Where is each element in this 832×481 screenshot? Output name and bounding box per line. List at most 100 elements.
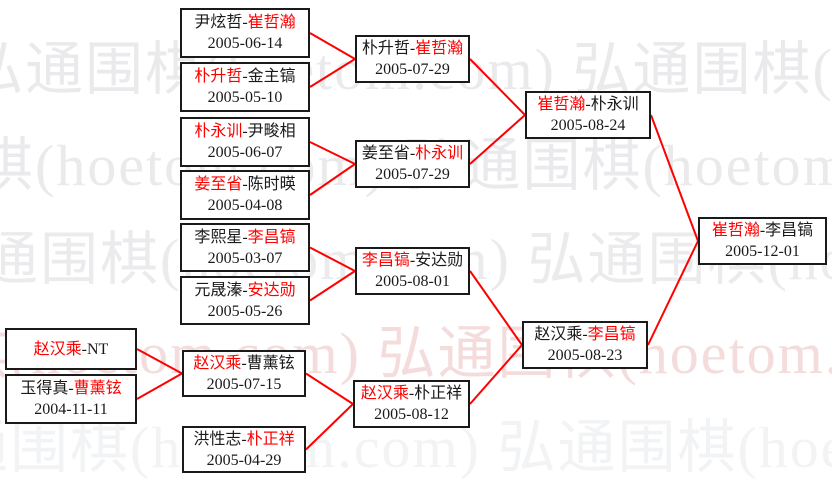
bracket-connector: [136, 372, 183, 400]
vs-dash: -: [408, 385, 415, 402]
bracket-connector: [309, 163, 356, 196]
player2-name: 朴正祥: [414, 385, 463, 402]
player1-name: 姜至省: [361, 145, 410, 162]
vs-dash: -: [241, 430, 247, 448]
bracket-connector: [647, 240, 699, 346]
match-players: 李昌镐-安达勋: [362, 250, 463, 271]
match-date: 2005-05-26: [207, 302, 283, 320]
vs-dash: -: [242, 176, 248, 193]
match-box-B3: 李昌镐-安达勋 2005-08-01: [355, 247, 470, 295]
bracket-connector: [309, 32, 356, 60]
match-date: 2005-05-10: [207, 89, 283, 106]
match-players: 洪性志-朴正祥: [193, 429, 294, 450]
match-players: 赵汉乘-李昌镐: [534, 324, 635, 345]
bracket-connector: [305, 403, 354, 451]
match-players: 尹炫哲-崔哲瀚: [194, 12, 295, 33]
bracket-connector: [469, 58, 526, 116]
player1-name: 崔哲瀚: [537, 96, 586, 113]
bracket-connector: [309, 141, 356, 165]
player1-name: 赵汉乘: [193, 354, 242, 372]
player2-name: 陈时暎: [247, 176, 296, 193]
player1-name: 姜至省: [194, 176, 243, 193]
match-date: 2005-04-08: [207, 197, 283, 214]
bracket-connector: [309, 246, 356, 272]
match-box-C1: 崔哲瀚-朴永训 2005-08-24: [525, 91, 651, 139]
vs-dash: -: [81, 340, 87, 358]
player1-name: 朴永训: [194, 123, 243, 140]
match-players: 赵汉乘-NT: [34, 339, 109, 360]
match-date: 2005-04-29: [206, 451, 282, 469]
match-date: 2005-07-29: [375, 166, 450, 183]
player2-name: 崔哲瀚: [415, 40, 464, 57]
match-date: 2005-12-01: [725, 243, 800, 260]
match-box-B4: 赵汉乘-朴正祥 2005-08-12: [353, 380, 470, 428]
match-date: 2005-03-07: [207, 249, 283, 267]
match-players: 元晟溱-安达勋: [194, 280, 295, 301]
bracket-connector: [309, 58, 356, 88]
bracket-connector: [650, 114, 699, 242]
bracket-connector: [469, 344, 523, 405]
match-date: 2005-07-15: [206, 375, 282, 393]
match-players: 赵汉乘-曹薰铉: [193, 353, 294, 374]
vs-dash: -: [409, 145, 416, 162]
bracket-connector: [469, 114, 526, 165]
match-date: 2005-08-23: [547, 347, 623, 364]
vs-dash: -: [242, 228, 248, 246]
vs-dash: -: [241, 354, 247, 372]
match-players: 姜至省-陈时暎: [194, 174, 295, 195]
player2-name: 朴正祥: [246, 430, 295, 448]
match-box-L2: 玉得真-曹薰铉 2004-11-11: [5, 374, 137, 424]
match-date: 2005-08-01: [375, 273, 450, 290]
player2-name: 尹畯相: [247, 123, 296, 140]
player1-name: 洪性志: [193, 430, 242, 448]
vs-dash: -: [409, 252, 416, 269]
vs-dash: -: [242, 68, 248, 85]
player2-name: 金主镐: [247, 68, 296, 85]
vs-dash: -: [585, 96, 591, 113]
player1-name: 朴升哲: [194, 68, 243, 85]
vs-dash: -: [68, 380, 74, 397]
match-date: 2004-11-11: [34, 401, 108, 418]
vs-dash: -: [242, 281, 248, 299]
match-box-A2: 朴升哲-金主镐 2005-05-10: [180, 62, 310, 112]
vs-dash: -: [242, 14, 248, 31]
match-players: 玉得真-曹薰铉: [20, 378, 121, 399]
player1-name: 朴升哲: [361, 40, 410, 57]
match-players: 崔哲瀚-朴永训: [537, 94, 638, 115]
match-date: 2005-08-12: [374, 406, 449, 423]
match-box-D1: 崔哲瀚-李昌镐 2005-12-01: [698, 217, 827, 265]
player2-name: 崔哲瀚: [247, 14, 296, 31]
player1-name: 赵汉乘: [534, 326, 583, 343]
match-date: 2005-07-29: [375, 61, 450, 78]
player2-name: 李昌镐: [587, 326, 636, 343]
match-players: 赵汉乘-朴正祥: [361, 383, 462, 404]
match-players: 朴升哲-金主镐: [194, 66, 295, 87]
player2-name: NT: [87, 340, 109, 358]
bracket-connector: [136, 348, 183, 375]
vs-dash: -: [759, 222, 766, 239]
match-box-L1: 赵汉乘-NT: [5, 328, 137, 370]
player1-name: 崔哲瀚: [711, 222, 760, 239]
player1-name: 李昌镐: [361, 252, 410, 269]
player1-name: 玉得真: [20, 380, 69, 397]
bracket-connector: [469, 270, 523, 346]
player1-name: 尹炫哲: [194, 14, 243, 31]
player2-name: 李昌镐: [247, 228, 296, 246]
bracket-connector: [305, 372, 354, 405]
match-date: 2005-08-24: [550, 117, 626, 134]
player2-name: 李昌镐: [765, 222, 814, 239]
match-box-B1: 朴升哲-崔哲瀚 2005-07-29: [355, 35, 470, 83]
player1-name: 赵汉乘: [33, 340, 82, 358]
player1-name: 赵汉乘: [360, 385, 409, 402]
vs-dash: -: [409, 40, 416, 57]
match-players: 朴永训-尹畯相: [194, 121, 295, 142]
